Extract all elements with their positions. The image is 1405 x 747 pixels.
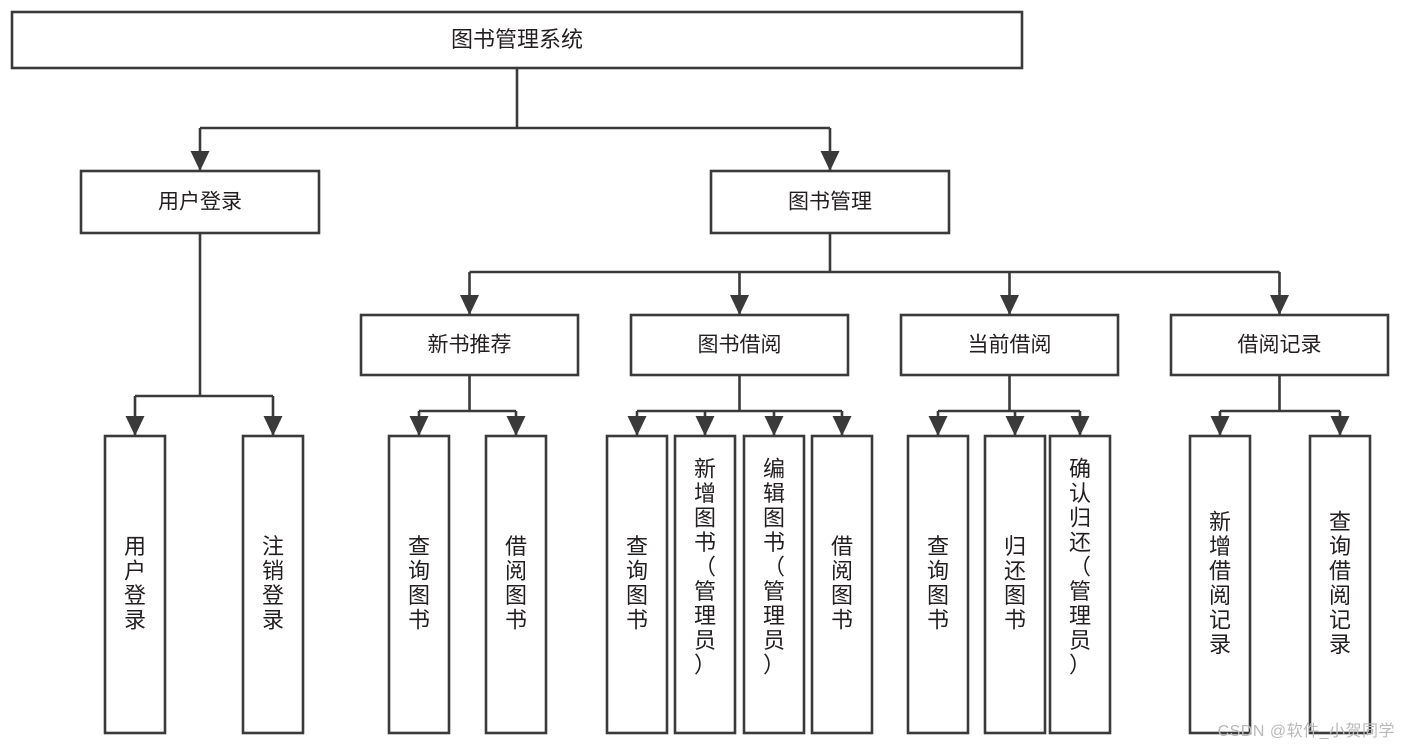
node-leaf-3-label: 借阅图书 xyxy=(505,534,527,633)
node-root-box[interactable] xyxy=(10,10,1024,70)
node-level3-2[interactable]: 当前借阅 xyxy=(899,313,1120,377)
l3-1-to-leaves-arrow-2 xyxy=(764,416,784,436)
node-level2-1[interactable]: 图书管理 xyxy=(709,169,951,235)
connector-layer xyxy=(125,68,1350,436)
bookmgmt-to-level3-arrow-1 xyxy=(730,295,749,315)
node-level2-1-label: 图书管理 xyxy=(788,191,872,214)
node-leaf-10-label: 确认归还（管理员） xyxy=(1069,456,1091,677)
node-leaf-11-label: 新增借阅记录 xyxy=(1209,509,1231,657)
node-leaf-7[interactable]: 借阅图书 xyxy=(810,434,874,735)
l3-2-to-leaves-arrow-2 xyxy=(1070,416,1090,436)
node-leaf-6[interactable]: 编辑图书（管理员） xyxy=(742,434,806,735)
l3-1-to-leaves-arrow-0 xyxy=(627,416,647,436)
node-leaf-2-box[interactable] xyxy=(387,434,451,735)
l3-3-to-leaves-arrow-1 xyxy=(1330,416,1350,436)
node-leaf-5[interactable]: 新增图书（管理员） xyxy=(673,434,737,735)
node-leaf-2-label: 查询图书 xyxy=(408,534,430,633)
node-level3-1-label: 图书借阅 xyxy=(698,334,782,357)
l3-3-to-leaves-arrow-0 xyxy=(1210,416,1230,436)
node-leaf-2[interactable]: 查询图书 xyxy=(387,434,451,735)
node-level3-0-label: 新书推荐 xyxy=(428,334,512,357)
node-level2-0-box[interactable] xyxy=(79,169,321,235)
node-level3-2-box[interactable] xyxy=(899,313,1120,377)
node-leaf-4[interactable]: 查询图书 xyxy=(605,434,669,735)
node-level3-1-box[interactable] xyxy=(629,313,850,377)
node-leaf-1-box[interactable] xyxy=(241,434,305,735)
node-leaf-11[interactable]: 新增借阅记录 xyxy=(1188,434,1252,735)
node-leaf-9[interactable]: 归还图书 xyxy=(983,434,1047,735)
root-to-level2-arrow-1 xyxy=(820,151,840,171)
node-leaf-0-label: 用户登录 xyxy=(124,534,146,633)
node-layer: 图书管理系统用户登录图书管理新书推荐图书借阅当前借阅借阅记录用户登录注销登录查询… xyxy=(10,10,1390,735)
l3-1-to-leaves-arrow-3 xyxy=(832,416,852,436)
node-leaf-9-box[interactable] xyxy=(983,434,1047,735)
node-leaf-4-box[interactable] xyxy=(605,434,669,735)
bookmgmt-to-level3-arrow-3 xyxy=(1270,295,1289,315)
node-leaf-5-label: 新增图书（管理员） xyxy=(694,456,716,677)
l3-1-to-leaves-arrow-1 xyxy=(695,416,715,436)
bookmgmt-to-level3-arrow-2 xyxy=(1000,295,1019,315)
node-root-label: 图书管理系统 xyxy=(451,27,583,52)
node-level3-3-label: 借阅记录 xyxy=(1238,334,1322,357)
userlogin-to-leaves-arrow-1 xyxy=(263,416,283,436)
node-leaf-10[interactable]: 确认归还（管理员） xyxy=(1048,434,1112,735)
l3-0-to-leaves-arrow-0 xyxy=(409,416,429,436)
node-level3-1[interactable]: 图书借阅 xyxy=(629,313,850,377)
node-leaf-0-box[interactable] xyxy=(103,434,167,735)
node-level3-0[interactable]: 新书推荐 xyxy=(359,313,580,377)
node-leaf-5-box[interactable] xyxy=(673,434,737,735)
node-level2-0[interactable]: 用户登录 xyxy=(79,169,321,235)
node-leaf-9-label: 归还图书 xyxy=(1004,534,1026,633)
node-level3-3-box[interactable] xyxy=(1169,313,1390,377)
node-leaf-3[interactable]: 借阅图书 xyxy=(484,434,548,735)
l3-2-to-leaves-arrow-0 xyxy=(928,416,948,436)
userlogin-to-leaves-arrow-0 xyxy=(125,416,145,436)
node-level3-2-label: 当前借阅 xyxy=(968,334,1052,357)
node-level3-0-box[interactable] xyxy=(359,313,580,377)
node-leaf-3-box[interactable] xyxy=(484,434,548,735)
l3-0-to-leaves-arrow-1 xyxy=(506,416,526,436)
bookmgmt-to-level3-arrow-0 xyxy=(460,295,479,315)
node-leaf-12-label: 查询借阅记录 xyxy=(1329,509,1351,657)
root-to-level2-arrow-0 xyxy=(190,151,210,171)
node-leaf-12-box[interactable] xyxy=(1308,434,1372,735)
node-level2-1-box[interactable] xyxy=(709,169,951,235)
node-leaf-6-label: 编辑图书（管理员） xyxy=(763,456,785,677)
node-level3-3[interactable]: 借阅记录 xyxy=(1169,313,1390,377)
l3-2-to-leaves-arrow-1 xyxy=(1005,416,1025,436)
node-leaf-1[interactable]: 注销登录 xyxy=(241,434,305,735)
node-leaf-0[interactable]: 用户登录 xyxy=(103,434,167,735)
node-leaf-11-box[interactable] xyxy=(1188,434,1252,735)
node-leaf-1-label: 注销登录 xyxy=(262,534,284,633)
node-leaf-10-box[interactable] xyxy=(1048,434,1112,735)
node-leaf-7-label: 借阅图书 xyxy=(831,534,853,633)
node-leaf-6-box[interactable] xyxy=(742,434,806,735)
node-leaf-8-box[interactable] xyxy=(906,434,970,735)
node-leaf-7-box[interactable] xyxy=(810,434,874,735)
node-leaf-4-label: 查询图书 xyxy=(626,534,648,633)
node-leaf-8[interactable]: 查询图书 xyxy=(906,434,970,735)
node-leaf-8-label: 查询图书 xyxy=(927,534,949,633)
node-leaf-12[interactable]: 查询借阅记录 xyxy=(1308,434,1372,735)
node-level2-0-label: 用户登录 xyxy=(158,191,242,214)
node-root[interactable]: 图书管理系统 xyxy=(10,10,1024,70)
